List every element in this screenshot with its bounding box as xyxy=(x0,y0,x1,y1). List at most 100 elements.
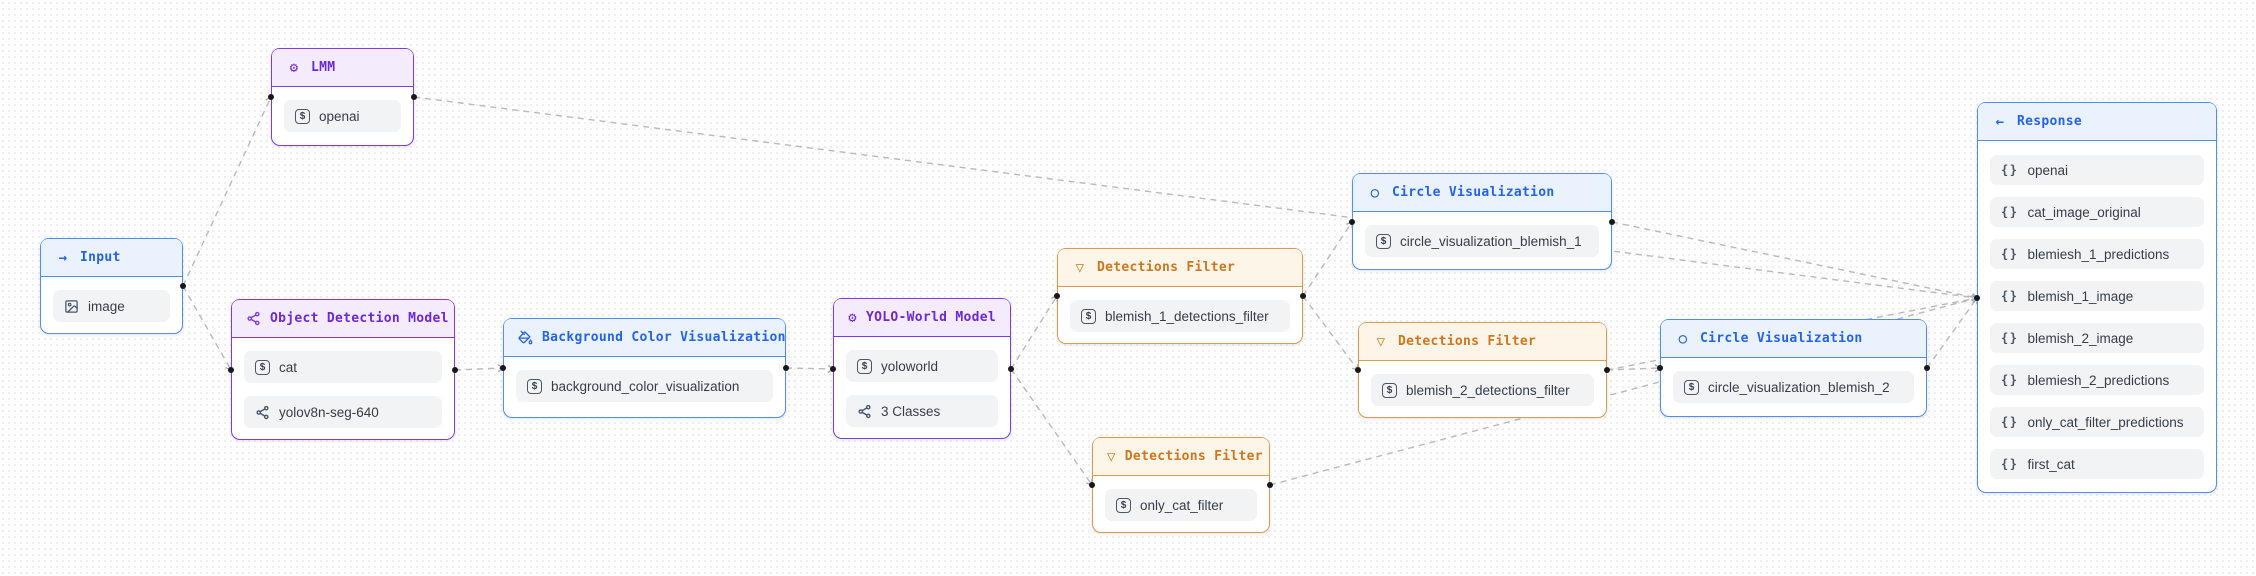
chip-first-cat[interactable]: {} first_cat xyxy=(1990,449,2204,479)
chip-blemish-1-detections-filter[interactable]: $ blemish_1_detections_filter xyxy=(1070,300,1290,332)
node-body: $ blemish_1_detections_filter xyxy=(1058,287,1302,345)
node-title: Detections Filter xyxy=(1398,334,1537,349)
input-port[interactable] xyxy=(500,365,506,371)
circle-icon: ○ xyxy=(1678,330,1688,347)
node-body: $ circle_visualization_blemish_2 xyxy=(1661,358,1926,416)
edge-df2-cv2 xyxy=(1606,364,1662,373)
node-body: $ only_cat_filter xyxy=(1093,476,1269,534)
edge-yolo-df1 xyxy=(1010,294,1058,370)
output-port[interactable] xyxy=(180,283,186,289)
output-port[interactable] xyxy=(1267,482,1273,488)
node-title: Detections Filter xyxy=(1097,260,1236,275)
node-title: Circle Visualization xyxy=(1700,331,1863,346)
chip-label: openai xyxy=(319,108,360,124)
node-title: LMM xyxy=(311,60,336,75)
chip-cat-image-original[interactable]: {} cat_image_original xyxy=(1990,197,2204,227)
funnel-icon: ▽ xyxy=(1107,448,1116,465)
chip-circle-visualization-blemish-1[interactable]: $ circle_visualization_blemish_1 xyxy=(1365,225,1599,257)
chip-label: blemiesh_1_predictions xyxy=(2027,246,2170,262)
image-icon xyxy=(64,299,79,314)
chip-image[interactable]: image xyxy=(53,290,170,322)
output-port[interactable] xyxy=(783,365,789,371)
gear-icon: ⚙ xyxy=(289,59,299,76)
chip-blemish-1-image[interactable]: {} blemish_1_image xyxy=(1990,281,2204,311)
node-header: ⚙ LMM xyxy=(272,49,413,87)
chip-label: blemish_2_detections_filter xyxy=(1406,382,1570,398)
input-port[interactable] xyxy=(1657,365,1663,371)
node-yolo-world-model[interactable]: ⚙ YOLO-World Model $ yoloworld 3 Classes xyxy=(830,298,1014,439)
chip-label: yoloworld xyxy=(881,358,939,374)
node-response[interactable]: ← Response {} openai {} cat_image_origin… xyxy=(1974,102,2217,493)
arrow-left-icon: ← xyxy=(1995,113,2005,130)
input-port[interactable] xyxy=(228,366,234,373)
chip-only-cat-filter[interactable]: $ only_cat_filter xyxy=(1105,489,1257,521)
input-port[interactable] xyxy=(1974,294,1980,301)
chip-blemiesh-2-predictions[interactable]: {} blemiesh_2_predictions xyxy=(1990,365,2204,395)
network-icon xyxy=(255,405,270,420)
output-port[interactable] xyxy=(452,366,458,373)
node-body: {} openai {} cat_image_original {} blemi… xyxy=(1978,141,2216,493)
node-detections-filter-blemish-2[interactable]: ▽ Detections Filter $ blemish_2_detectio… xyxy=(1355,322,1610,418)
chip-blemiesh-1-predictions[interactable]: {} blemiesh_1_predictions xyxy=(1990,239,2204,269)
output-port[interactable] xyxy=(1604,367,1610,373)
input-port[interactable] xyxy=(1089,482,1095,488)
funnel-icon: ▽ xyxy=(1376,333,1386,350)
output-port[interactable] xyxy=(411,94,417,100)
node-header: ○ Circle Visualization xyxy=(1353,174,1611,212)
input-port[interactable] xyxy=(268,94,274,100)
paint-bucket-icon xyxy=(518,330,533,346)
node-title: YOLO-World Model xyxy=(865,310,996,325)
node-detections-filter-blemish-1[interactable]: ▽ Detections Filter $ blemish_1_detectio… xyxy=(1054,248,1306,345)
output-port[interactable] xyxy=(1300,293,1306,299)
braces-icon: {} xyxy=(2001,415,2019,429)
node-title: Background Color Visualization xyxy=(542,330,786,345)
node-background-color-visualization[interactable]: Background Color Visualization $ backgro… xyxy=(500,318,789,418)
node-header: ▽ Detections Filter xyxy=(1093,438,1269,476)
input-port[interactable] xyxy=(830,365,836,372)
input-port[interactable] xyxy=(1349,218,1355,225)
node-circle-visualization-blemish-2[interactable]: ○ Circle Visualization $ circle_visualiz… xyxy=(1657,319,1930,417)
braces-icon: {} xyxy=(2001,373,2019,387)
edge-cv1-response xyxy=(1611,221,1979,302)
chip-background-color-visualization[interactable]: $ background_color_visualization xyxy=(516,370,773,402)
node-body: $ cat yolov8n-seg-640 xyxy=(232,338,454,441)
chip-only-cat-filter-predictions[interactable]: {} only_cat_filter_predictions xyxy=(1990,407,2204,437)
chip-blemish-2-image[interactable]: {} blemish_2_image xyxy=(1990,323,2204,353)
edge-cv2-response xyxy=(1926,296,1978,369)
node-circle-visualization-blemish-1[interactable]: ○ Circle Visualization $ circle_visualiz… xyxy=(1349,173,1615,270)
chip-label: 3 Classes xyxy=(881,403,941,419)
output-port[interactable] xyxy=(1609,218,1615,225)
chip-yolov8n-seg-640[interactable]: yolov8n-seg-640 xyxy=(244,396,442,428)
chip-openai[interactable]: $ openai xyxy=(284,100,401,132)
output-port[interactable] xyxy=(1924,365,1930,371)
node-input[interactable]: → Input image xyxy=(40,238,186,334)
chip-label: cat xyxy=(279,359,298,375)
chip-cat[interactable]: $ cat xyxy=(244,351,442,383)
braces-icon: {} xyxy=(2001,205,2019,219)
chip-openai[interactable]: {} openai xyxy=(1990,155,2204,185)
edge-input-lmm xyxy=(182,95,273,287)
node-object-detection-model[interactable]: Object Detection Model $ cat yolov8n-seg… xyxy=(228,299,458,441)
node-detections-filter-only-cat[interactable]: ▽ Detections Filter $ only_cat_filter xyxy=(1089,437,1273,534)
output-port[interactable] xyxy=(1008,365,1014,372)
braces-icon: {} xyxy=(2001,247,2019,261)
input-port[interactable] xyxy=(1054,293,1060,299)
funnel-icon: ▽ xyxy=(1075,259,1085,276)
node-lmm[interactable]: ⚙ LMM $ openai xyxy=(268,48,417,146)
edge-yolo-dfcat xyxy=(1010,368,1093,487)
chip-blemish-2-detections-filter[interactable]: $ blemish_2_detections_filter xyxy=(1371,374,1594,406)
chip-3-classes[interactable]: 3 Classes xyxy=(846,395,998,427)
braces-icon: {} xyxy=(2001,163,2019,177)
circle-icon: ○ xyxy=(1370,184,1380,201)
string-icon: $ xyxy=(1382,382,1397,398)
node-title: Object Detection Model xyxy=(270,311,449,326)
node-header: ⚙ YOLO-World Model xyxy=(834,299,1010,337)
chip-circle-visualization-blemish-2[interactable]: $ circle_visualization_blemish_2 xyxy=(1673,371,1914,403)
chip-label: circle_visualization_blemish_1 xyxy=(1400,233,1582,249)
node-header: Background Color Visualization xyxy=(504,319,786,357)
chip-label: blemish_1_image xyxy=(2027,288,2134,304)
chip-yoloworld[interactable]: $ yoloworld xyxy=(846,350,998,382)
string-icon: $ xyxy=(1376,233,1391,249)
input-port[interactable] xyxy=(1355,367,1361,373)
